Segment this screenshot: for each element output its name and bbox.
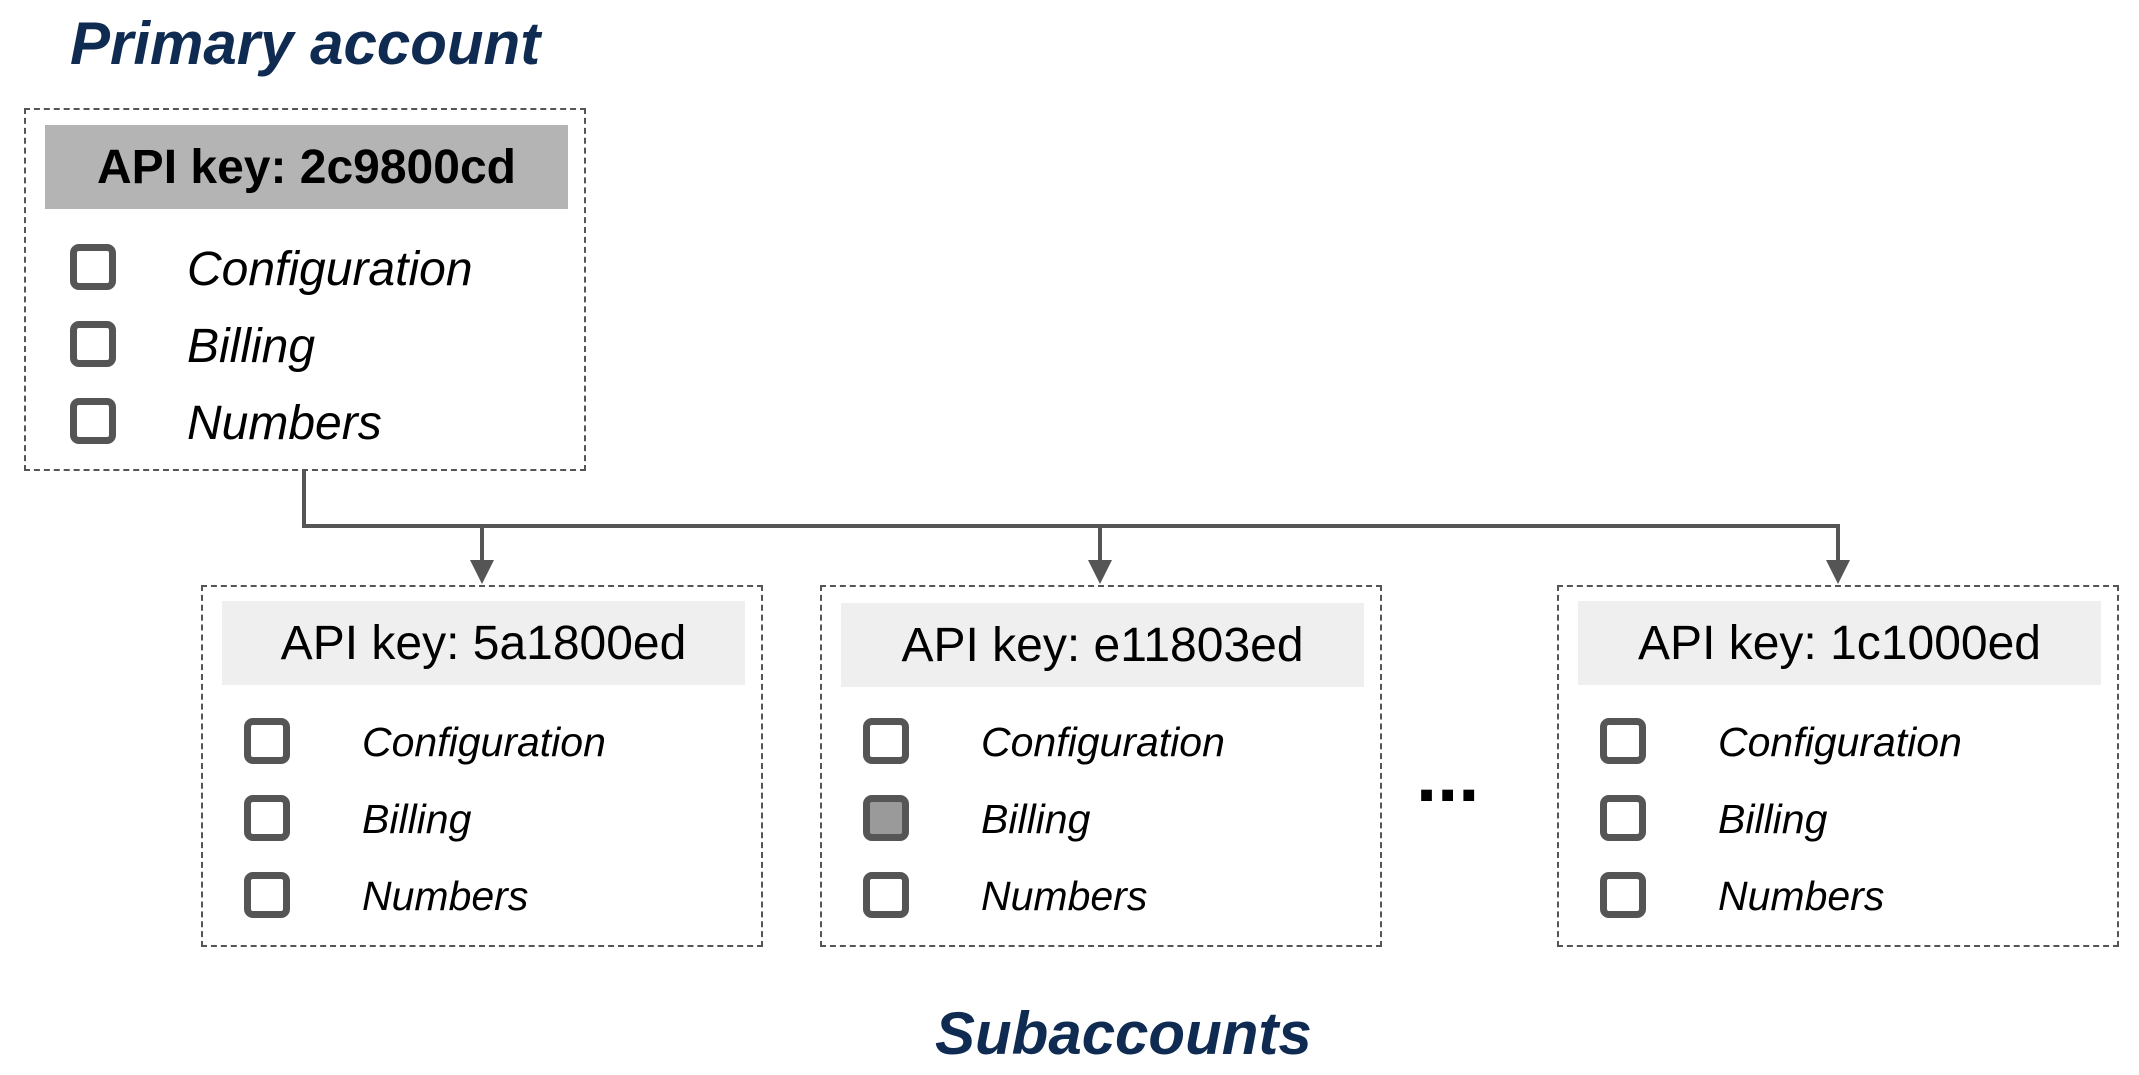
checkbox-numbers[interactable]: [244, 872, 290, 918]
subaccount-box-2: API key: e11803ed Configuration Billing …: [820, 585, 1382, 947]
primary-account-title: Primary account: [70, 10, 541, 77]
permission-label: Configuration: [187, 243, 473, 296]
permission-label: Configuration: [362, 719, 606, 765]
arrowhead-2: [1088, 560, 1112, 584]
permission-numbers: Numbers: [203, 865, 761, 925]
permission-numbers: Numbers: [26, 392, 584, 452]
checkbox-numbers[interactable]: [1600, 872, 1646, 918]
primary-api-key-header: API key: 2c9800cd: [45, 125, 568, 209]
permission-numbers: Numbers: [1559, 865, 2117, 925]
permission-label: Billing: [187, 320, 316, 373]
checkbox-configuration[interactable]: [70, 244, 116, 290]
permission-configuration: Configuration: [1559, 711, 2117, 771]
subaccount-api-key-header: API key: 1c1000ed: [1578, 601, 2101, 685]
permission-label: Configuration: [981, 719, 1225, 765]
permission-billing: Billing: [203, 788, 761, 848]
permission-billing: Billing: [822, 788, 1380, 848]
permission-billing: Billing: [26, 315, 584, 375]
checkbox-numbers[interactable]: [863, 872, 909, 918]
subaccount-box-3: API key: 1c1000ed Configuration Billing …: [1557, 585, 2119, 947]
subaccount-api-key-header: API key: 5a1800ed: [222, 601, 745, 685]
checkbox-configuration[interactable]: [1600, 718, 1646, 764]
more-subaccounts-ellipsis: ...: [1416, 733, 1480, 818]
permission-label: Numbers: [362, 873, 529, 919]
permission-billing: Billing: [1559, 788, 2117, 848]
permission-label: Numbers: [981, 873, 1148, 919]
checkbox-billing[interactable]: [70, 321, 116, 367]
checkbox-billing[interactable]: [863, 795, 909, 841]
arrowhead-3: [1826, 560, 1850, 584]
permission-numbers: Numbers: [822, 865, 1380, 925]
permission-configuration: Configuration: [203, 711, 761, 771]
subaccount-box-1: API key: 5a1800ed Configuration Billing …: [201, 585, 763, 947]
permission-label: Billing: [1718, 796, 1828, 842]
permission-label: Billing: [981, 796, 1091, 842]
checkbox-configuration[interactable]: [244, 718, 290, 764]
checkbox-billing[interactable]: [1600, 795, 1646, 841]
checkbox-billing[interactable]: [244, 795, 290, 841]
permission-label: Numbers: [1718, 873, 1885, 919]
checkbox-configuration[interactable]: [863, 718, 909, 764]
subaccounts-title: Subaccounts: [935, 1000, 1312, 1067]
permission-label: Configuration: [1718, 719, 1962, 765]
primary-account-box: API key: 2c9800cd Configuration Billing …: [24, 108, 586, 471]
permission-label: Numbers: [187, 397, 382, 450]
permission-configuration: Configuration: [26, 238, 584, 298]
permission-label: Billing: [362, 796, 472, 842]
subaccount-api-key-header: API key: e11803ed: [841, 603, 1364, 687]
arrowhead-1: [470, 560, 494, 584]
permission-configuration: Configuration: [822, 711, 1380, 771]
checkbox-numbers[interactable]: [70, 398, 116, 444]
